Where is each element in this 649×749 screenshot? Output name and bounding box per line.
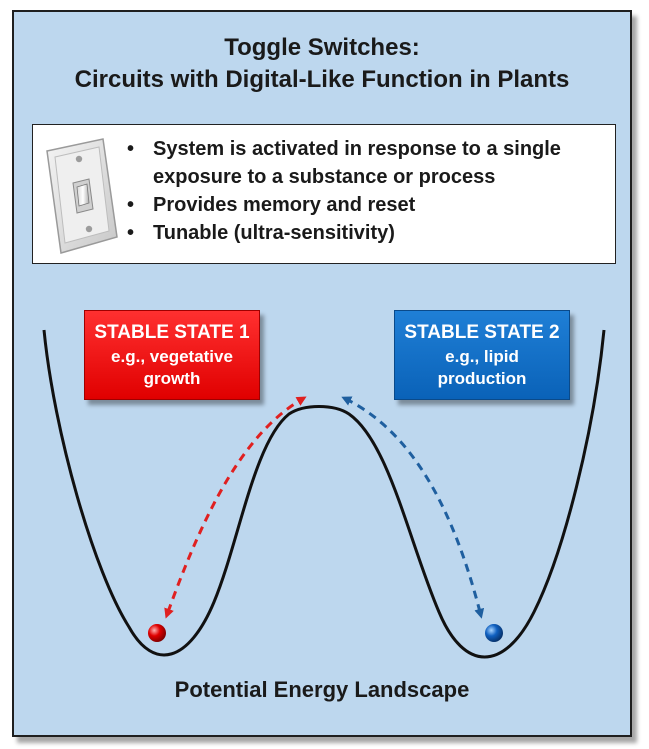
bullet-item: Tunable (ultra-sensitivity) [125, 219, 605, 247]
bullet-list: System is activated in response to a sin… [125, 135, 605, 247]
landscape-caption: Potential Energy Landscape [174, 677, 470, 702]
arrow-right [341, 396, 485, 619]
energy-landscape [42, 329, 606, 659]
state-1-desc-line-1: e.g., vegetative [111, 347, 233, 366]
title-line-2: Circuits with Digital-Like Function in P… [74, 66, 570, 93]
state-1-title: STABLE STATE 1 [94, 322, 250, 343]
potential-curve [42, 329, 606, 659]
state-2-desc-line-1: e.g., lipid [445, 347, 519, 366]
info-box: System is activated in response to a sin… [32, 124, 616, 264]
diagram-title: Toggle Switches: Circuits with Digital-L… [14, 32, 630, 96]
state-2-desc-line-2: production [437, 369, 527, 388]
stable-state-1-box: STABLE STATE 1 e.g., vegetative growth [84, 310, 260, 400]
state-2-title: STABLE STATE 2 [404, 322, 560, 343]
diagram-frame: Toggle Switches: Circuits with Digital-L… [12, 10, 632, 737]
stable-state-2-box: STABLE STATE 2 e.g., lipid production [394, 310, 570, 400]
bullet-item: Provides memory and reset [125, 191, 605, 219]
ball-left [148, 624, 166, 642]
bullet-item: System is activated in response to a sin… [125, 135, 605, 191]
state-1-desc-line-2: growth [143, 369, 201, 388]
arrow-left [164, 396, 307, 619]
title-line-1: Toggle Switches: [224, 34, 420, 61]
ball-right [485, 624, 503, 642]
light-switch-icon [46, 138, 118, 254]
